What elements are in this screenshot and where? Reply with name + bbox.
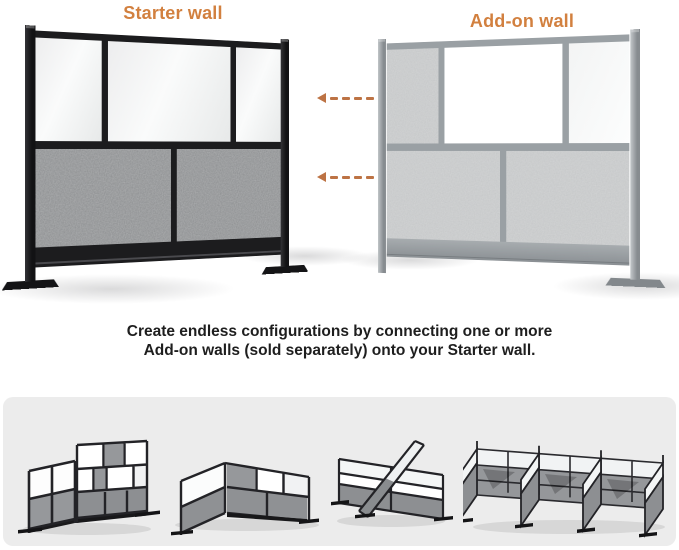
panel-fabric-dark (176, 149, 281, 242)
arrow-head-icon (317, 172, 326, 182)
addon-wall-title: Add-on wall (469, 11, 575, 31)
description-line-2: Add-on walls (sold separately) onto your… (143, 342, 536, 359)
addon-wall-illustration (377, 29, 640, 266)
arrow-dash (366, 96, 374, 100)
panel-fabric-light (386, 150, 501, 242)
panel-fabric-light (386, 48, 439, 144)
arrow-dash (330, 96, 338, 100)
arrow-dash (366, 175, 374, 179)
addon-top-row (386, 41, 630, 144)
starter-left-post (25, 25, 36, 282)
addon-right-post (630, 29, 640, 280)
starter-wall-illustration (25, 25, 289, 268)
arrow-dash (330, 175, 338, 179)
addon-wall-frame (386, 34, 630, 266)
panel-white (444, 43, 563, 144)
starter-wall-frame (35, 30, 281, 268)
mid-rail (35, 141, 281, 149)
panel-glass (236, 47, 281, 142)
config-thumbnail-u-shape (171, 461, 319, 536)
description-text: Create endless configurations by connect… (0, 322, 679, 360)
configurations-band (3, 397, 676, 546)
panel-glass (107, 41, 231, 142)
starter-wall-title: Starter wall (123, 3, 223, 23)
description-line-1: Create endless configurations by connect… (126, 323, 553, 340)
config-thumbnail-cubicles (463, 441, 665, 538)
dashed-arrow-left-icon (317, 172, 374, 182)
mid-rail (386, 143, 630, 151)
arrow-dash (354, 96, 362, 100)
addon-bottom-row (386, 150, 630, 246)
addon-left-post (377, 38, 386, 274)
panel-glass (35, 37, 102, 142)
arrow-head-icon (317, 93, 326, 103)
starter-right-post (280, 38, 289, 268)
panel-fabric-light (506, 150, 630, 246)
arrow-dash (342, 96, 350, 100)
starter-top-row (35, 37, 281, 142)
config-thumbnail-cross (331, 439, 453, 527)
arrow-dash (354, 175, 362, 179)
config-thumbnail-l-shape (18, 439, 160, 535)
panel-glass-light (568, 41, 630, 144)
panel-fabric-dark (35, 149, 171, 248)
starter-wall-shadow (0, 274, 236, 304)
arrow-dash (342, 175, 350, 179)
starter-bottom-row (35, 149, 281, 248)
dashed-arrow-left-icon (317, 93, 374, 103)
